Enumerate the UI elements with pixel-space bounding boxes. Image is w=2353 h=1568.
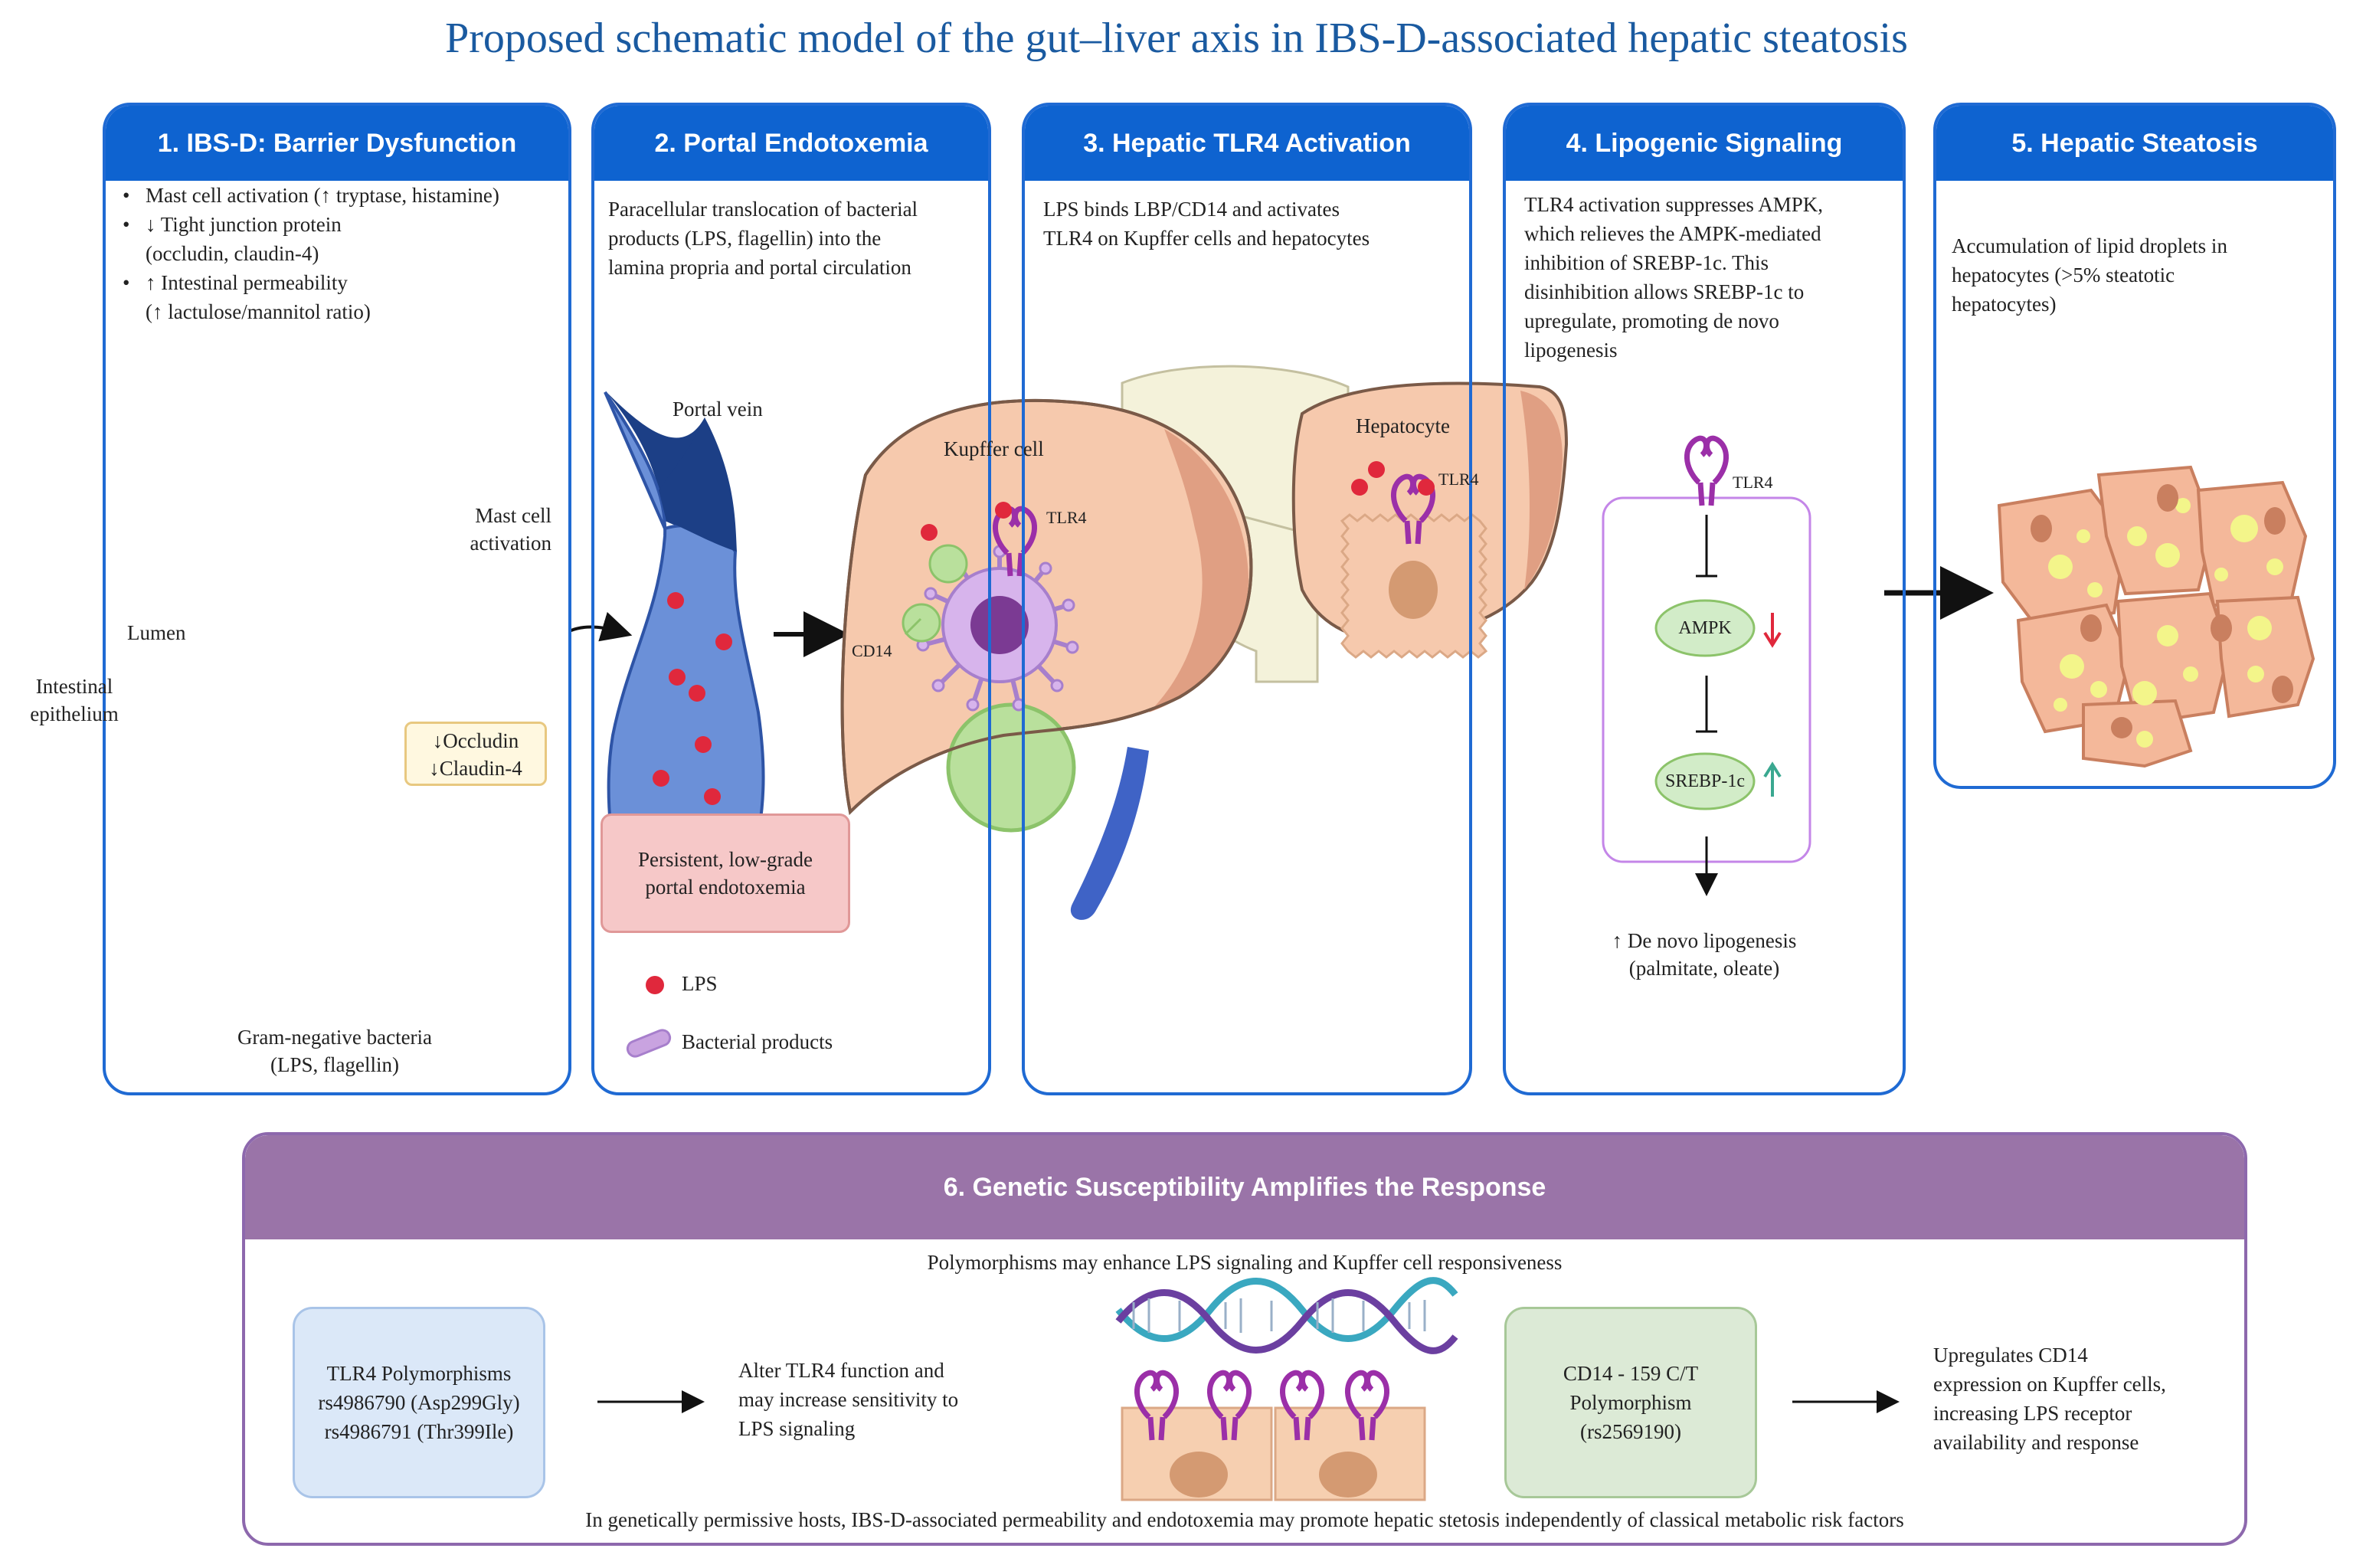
bacteria-label-line-2: (LPS, flagellin) bbox=[270, 1053, 399, 1076]
kupffer-tlr4-label: TLR4 bbox=[1046, 508, 1087, 527]
mast-cell-label-line-1: Mast cell bbox=[475, 504, 551, 527]
hepatocyte-label: Hepatocyte bbox=[1356, 414, 1450, 437]
panel-hepatic-steatosis: 5. Hepatic Steatosis bbox=[1933, 103, 2336, 789]
portal-description-line-3: lamina propria and portal circulation bbox=[608, 256, 911, 279]
lipogenesis-outcome: ↑ De novo lipogenesis (palmitate, oleate… bbox=[1570, 927, 1838, 982]
steatosis-line-2: hepatocytes (>5% steatotic bbox=[1952, 264, 2175, 286]
endotoxemia-line-1: Persistent, low-grade bbox=[638, 848, 813, 871]
dna-helix bbox=[1115, 1277, 1458, 1354]
endotoxemia-box: Persistent, low-grade portal endotoxemia bbox=[601, 813, 850, 933]
genetic-footer: In genetically permissive hosts, IBS-D-a… bbox=[585, 1508, 1904, 1531]
portal-vein bbox=[604, 391, 765, 871]
steatosis-line-3: hepatocytes) bbox=[1952, 293, 2057, 316]
panel-genetic-susceptibility: 6. Genetic Susceptibility Amplifies the … bbox=[242, 1132, 2247, 1546]
legend-bacterial-products-label: Bacterial products bbox=[682, 1030, 833, 1053]
panel-5-header: 5. Hepatic Steatosis bbox=[1936, 106, 2333, 181]
tlr4-description-line-1: LPS binds LBP/CD14 and activates bbox=[1043, 198, 1340, 221]
panel-1-header: 1. IBS-D: Barrier Dysfunction bbox=[106, 106, 568, 181]
panel-lipogenic-signaling: 4. Lipogenic Signaling bbox=[1503, 103, 1906, 1095]
lipogenic-line-4: disinhibition allows SREBP-1c to bbox=[1524, 280, 1805, 303]
tight-junction-box: ↓Occludin ↓Claudin-4 bbox=[404, 722, 547, 786]
cd14-box-line-3: (rs2569190) bbox=[1580, 1420, 1681, 1443]
tlr4-box-line-2: rs4986790 (Asp299Gly) bbox=[318, 1391, 520, 1414]
panel-2-header: 2. Portal Endotoxemia bbox=[594, 106, 988, 181]
cd14-effect-line-1: Upregulates CD14 bbox=[1933, 1344, 2088, 1367]
kupffer-cell-label: Kupffer cell bbox=[944, 437, 1044, 460]
bullet-tight-junction: ↓ Tight junction protein bbox=[113, 210, 573, 239]
cd14-box-line-2: Polymorphism bbox=[1569, 1391, 1692, 1414]
cd14-polymorphism-box: CD14 - 159 C/T Polymorphism (rs2569190) bbox=[1504, 1307, 1757, 1498]
portal-description-line-1: Paracellular translocation of bacterial bbox=[608, 198, 918, 221]
ampk-node: AMPK bbox=[1678, 618, 1732, 638]
cd14-box-line-1: CD14 - 159 C/T bbox=[1563, 1362, 1699, 1385]
cd14-label: CD14 bbox=[852, 641, 892, 660]
tlr4-effect-line-1: Alter TLR4 function and bbox=[738, 1359, 944, 1382]
bullet-permeability: ↑ Intestinal permeability bbox=[113, 268, 573, 297]
lipogenic-line-6: lipogenesis bbox=[1524, 339, 1618, 362]
portal-vein-label: Portal vein bbox=[673, 398, 763, 421]
tlr4-box-line-1: TLR4 Polymorphisms bbox=[326, 1362, 512, 1385]
panel-3-header: 3. Hepatic TLR4 Activation bbox=[1025, 106, 1469, 181]
tlr4-box-line-3: rs4986791 (Thr399Ile) bbox=[324, 1420, 514, 1443]
portal-description: Paracellular translocation of bacterial … bbox=[608, 195, 983, 282]
lipogenic-line-2: which relieves the AMPK-mediated bbox=[1524, 222, 1821, 245]
cd14-effect-text: Upregulates CD14 expression on Kupffer c… bbox=[1933, 1340, 2240, 1457]
panel-tlr4-activation: 3. Hepatic TLR4 Activation bbox=[1022, 103, 1472, 1095]
tj-box-claudin: ↓Claudin-4 bbox=[429, 757, 522, 780]
cd14-effect-line-2: expression on Kupffer cells, bbox=[1933, 1373, 2166, 1396]
legend-lps-label: LPS bbox=[682, 972, 718, 995]
lipogenesis-outcome-line-2: (palmitate, oleate) bbox=[1628, 957, 1780, 980]
epithelium-label-line-2: epithelium bbox=[30, 702, 119, 725]
bullet-tight-junction-sub: (occludin, claudin-4) bbox=[146, 242, 319, 265]
mast-cell-label: Mast cell activation bbox=[429, 502, 551, 557]
lumen-label: Lumen bbox=[127, 621, 186, 644]
diagram-title: Proposed schematic model of the gut–live… bbox=[445, 15, 1908, 62]
hepatocyte-tlr4-label: TLR4 bbox=[1438, 470, 1479, 489]
tlr4-effect-line-3: LPS signaling bbox=[738, 1417, 856, 1440]
bacteria-label: Gram-negative bacteria (LPS, flagellin) bbox=[178, 1023, 492, 1079]
lipogenic-line-5: upregulate, promoting de novo bbox=[1524, 309, 1779, 332]
legend-lps-dot bbox=[646, 976, 664, 994]
lipogenic-description: TLR4 activation suppresses AMPK, which r… bbox=[1524, 190, 1892, 365]
panel-6-header: 6. Genetic Susceptibility Amplifies the … bbox=[245, 1135, 2244, 1239]
tlr4-effect-text: Alter TLR4 function and may increase sen… bbox=[738, 1356, 1060, 1443]
hepatocyte bbox=[1340, 461, 1488, 659]
tlr4-polymorphisms-box: TLR4 Polymorphisms rs4986790 (Asp299Gly)… bbox=[293, 1307, 545, 1498]
kupffer-cell bbox=[902, 502, 1079, 712]
lipogenic-line-1: TLR4 activation suppresses AMPK, bbox=[1524, 193, 1823, 216]
steatosis-line-1: Accumulation of lipid droplets in bbox=[1952, 234, 2227, 257]
epithelium-label-line-1: Intestinal bbox=[35, 675, 113, 698]
cd14-effect-line-4: availability and response bbox=[1933, 1431, 2139, 1454]
legend-bacteria-icon bbox=[626, 1029, 672, 1058]
pathway-tlr4-label: TLR4 bbox=[1733, 473, 1773, 492]
tlr4-description: LPS binds LBP/CD14 and activates TLR4 on… bbox=[1043, 195, 1457, 253]
panel-4-header: 4. Lipogenic Signaling bbox=[1506, 106, 1903, 181]
tlr4-description-line-2: TLR4 on Kupffer cells and hepatocytes bbox=[1043, 227, 1370, 250]
signaling-pathway bbox=[1602, 438, 1811, 896]
panel-portal-endotoxemia: 2. Portal Endotoxemia bbox=[591, 103, 991, 1095]
mast-cell-label-line-2: activation bbox=[470, 532, 551, 555]
tj-box-occludin: ↓Occludin bbox=[432, 729, 519, 752]
bacteria-label-line-1: Gram-negative bacteria bbox=[237, 1026, 433, 1049]
lipogenesis-outcome-line-1: ↑ De novo lipogenesis bbox=[1612, 929, 1797, 952]
genetic-subtitle: Polymorphisms may enhance LPS signaling … bbox=[927, 1251, 1563, 1274]
portal-description-line-2: products (LPS, flagellin) into the bbox=[608, 227, 882, 250]
lipogenic-line-3: inhibition of SREBP-1c. This bbox=[1524, 251, 1769, 274]
bullet-mast-cell: Mast cell activation (↑ tryptase, histam… bbox=[113, 181, 573, 210]
srebp-node: SREBP-1c bbox=[1664, 771, 1745, 791]
steatosis-description: Accumulation of lipid droplets in hepato… bbox=[1952, 231, 2319, 319]
bullet-permeability-sub: (↑ lactulose/mannitol ratio) bbox=[146, 300, 371, 323]
barrier-bullets: Mast cell activation (↑ tryptase, histam… bbox=[113, 181, 573, 326]
endotoxemia-line-2: portal endotoxemia bbox=[645, 876, 806, 899]
tlr4-effect-line-2: may increase sensitivity to bbox=[738, 1388, 959, 1411]
epithelium-label: Intestinal epithelium bbox=[17, 673, 132, 728]
steatotic-hepatocytes bbox=[1997, 465, 2315, 768]
cd14-effect-line-3: increasing LPS receptor bbox=[1933, 1402, 2132, 1425]
genetic-hepatocytes bbox=[1121, 1373, 1426, 1501]
